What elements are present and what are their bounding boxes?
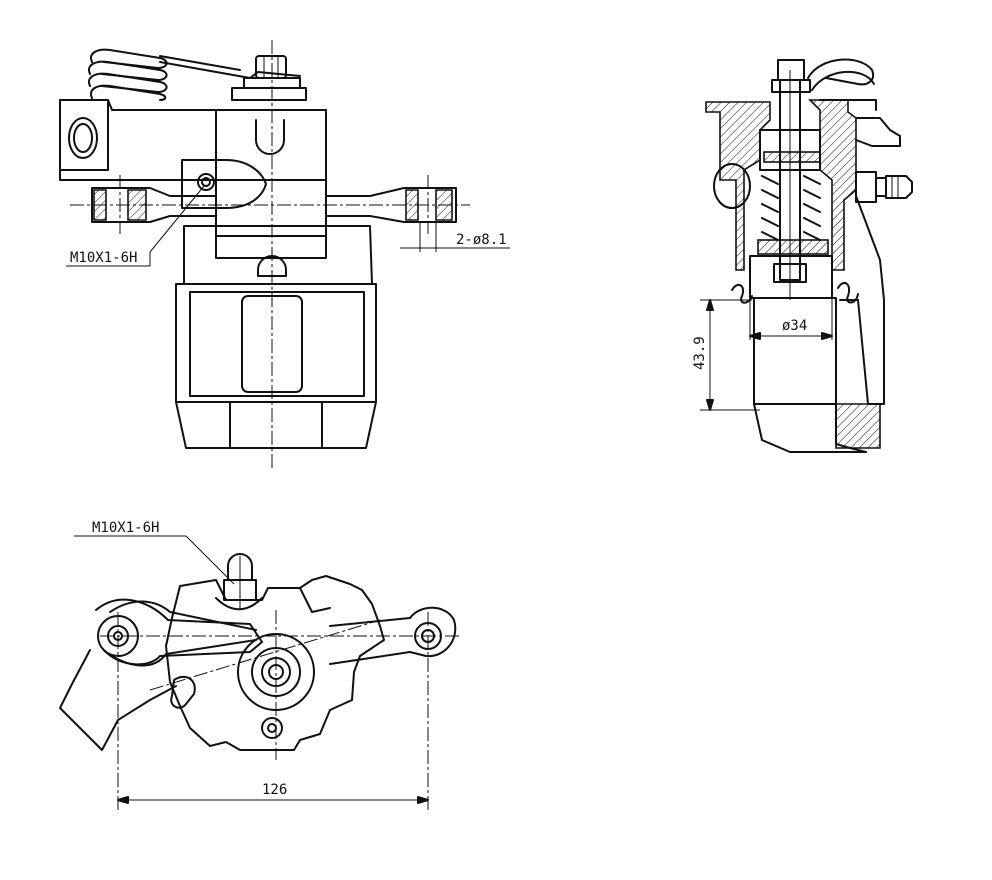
bottom-view: 126 M10X1-6H: [59, 520, 460, 810]
cable-loop: [109, 600, 257, 631]
housing-left-wall: [705, 101, 771, 271]
thread-label-bottom: M10X1-6H: [92, 520, 159, 536]
adjuster-spring: [761, 175, 779, 241]
hose-fitting: [855, 171, 913, 203]
cylinder-band: [215, 235, 327, 259]
right-boot: [837, 281, 859, 304]
caliper-finger: [839, 195, 885, 405]
lever-arm: [59, 649, 177, 751]
thread-leader-front: M10X1-6H: [66, 185, 205, 267]
thread-label-front: M10X1-6H: [70, 250, 137, 266]
top-bolt: [231, 55, 307, 101]
lower-housing: [175, 283, 377, 403]
left-boot: [731, 283, 753, 304]
hole-diameter-label: 2-ø8.1: [456, 232, 507, 248]
hole-dimension: 2-ø8.1: [400, 222, 510, 252]
width-dimension: 126: [117, 782, 429, 804]
piston: [749, 255, 833, 299]
left-mount-lug: [91, 187, 217, 223]
height-label: 43.9: [692, 336, 708, 370]
lower-port: [261, 717, 283, 739]
spring-coil: [88, 48, 301, 101]
bore-diameter-label: ø34: [782, 318, 807, 334]
thread-leader-bottom: M10X1-6H: [74, 520, 235, 585]
front-view: 2-ø8.1 M10X1-6H: [59, 40, 510, 470]
bottom-housing: [165, 575, 385, 751]
lever-bracket: [59, 99, 327, 181]
bore-dimension: ø34: [749, 298, 833, 340]
bleed-nipple: [223, 553, 257, 610]
section-view: ø34 43.9: [692, 58, 913, 453]
bleed-screw: [181, 159, 267, 209]
width-label: 126: [262, 782, 287, 798]
right-arm: [329, 606, 457, 665]
cylinder-upper: [215, 109, 327, 237]
lever-hole: [68, 117, 98, 159]
height-dimension: 43.9: [692, 299, 760, 411]
right-mount-lug: [325, 187, 457, 223]
